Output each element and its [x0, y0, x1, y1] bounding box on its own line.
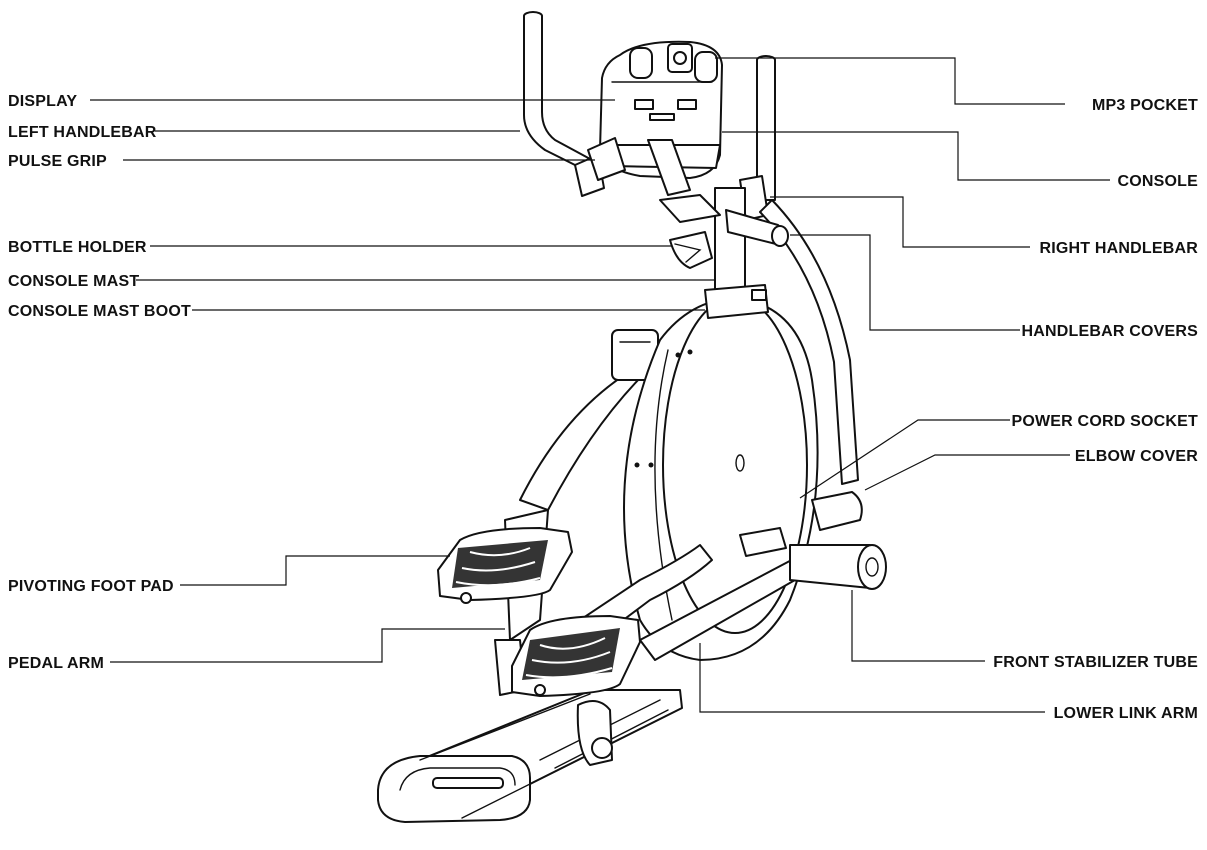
leader-elbow-cover: [864, 454, 1070, 491]
label-pivoting-foot-pad: PIVOTING FOOT PAD: [8, 578, 174, 595]
leader-handlebar-covers: [790, 234, 1020, 331]
label-pulse-grip: PULSE GRIP: [8, 153, 107, 170]
leader-lower-link-arm: [699, 643, 1045, 713]
label-front-stabilizer-tube: FRONT STABILIZER TUBE: [993, 654, 1198, 671]
label-console-mast-boot: CONSOLE MAST BOOT: [8, 303, 191, 320]
part-labels: DISPLAY LEFT HANDLEBAR PULSE GRIP BOTTLE…: [8, 93, 1198, 722]
leader-mp3-pocket: [715, 57, 1065, 105]
leader-pivoting-foot-pad: [180, 555, 450, 586]
lower-foot-pad: [511, 615, 641, 697]
label-power-cord-socket: POWER CORD SOCKET: [1011, 413, 1198, 430]
rear-base-rail: [377, 689, 683, 823]
label-left-handlebar: LEFT HANDLEBAR: [8, 124, 157, 141]
label-pedal-arm: PEDAL ARM: [8, 655, 104, 672]
label-bottle-holder: BOTTLE HOLDER: [8, 239, 147, 256]
label-right-handlebar: RIGHT HANDLEBAR: [1039, 240, 1198, 257]
label-lower-link-arm: LOWER LINK ARM: [1054, 705, 1198, 722]
label-handlebar-covers: HANDLEBAR COVERS: [1021, 323, 1198, 340]
console-head-drawing: [587, 40, 723, 196]
left-handlebar-drawing: [523, 11, 605, 197]
leader-lines: [90, 57, 1110, 713]
leader-front-stabilizer-tube: [851, 590, 985, 662]
console-mast-drawing: [659, 187, 789, 319]
front-stabilizer-drawing: [789, 544, 887, 590]
elliptical-machine-illustration: [377, 11, 887, 823]
bottle-holder-drawing: [669, 231, 713, 269]
label-elbow-cover: ELBOW COVER: [1075, 448, 1198, 465]
leader-pedal-arm: [110, 628, 505, 663]
label-console-mast: CONSOLE MAST: [8, 273, 139, 290]
label-display: DISPLAY: [8, 93, 77, 110]
upper-foot-pad: [437, 527, 573, 604]
leader-power-cord-socket: [799, 419, 1010, 499]
label-mp3-pocket: MP3 POCKET: [1092, 97, 1198, 114]
leader-right-handlebar: [770, 196, 1030, 248]
leader-console: [722, 131, 1110, 181]
label-console: CONSOLE: [1117, 173, 1198, 190]
